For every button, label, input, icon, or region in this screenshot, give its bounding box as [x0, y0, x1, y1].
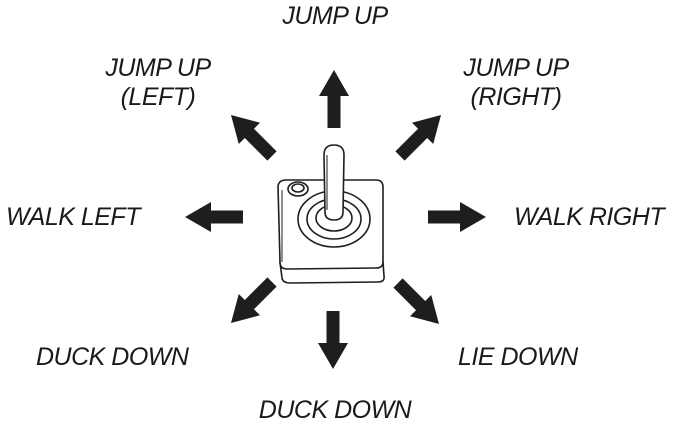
label-jump-up-left: JUMP UP (LEFT): [78, 54, 238, 112]
arrow-up-icon: [319, 70, 349, 128]
arrow-right-icon: [428, 202, 486, 232]
label-duck-down-left: DUCK DOWN: [36, 343, 189, 371]
label-lie-down: LIE DOWN: [458, 343, 578, 371]
arrow-left-icon: [185, 202, 243, 232]
arrow-up-left-icon: [220, 104, 283, 167]
joystick-icon: [277, 144, 385, 284]
label-walk-left: WALK LEFT: [6, 203, 140, 231]
label-jump-up: JUMP UP: [282, 2, 388, 30]
label-jump-up-left-line2: (LEFT): [120, 83, 196, 111]
label-jump-up-right-line1: JUMP UP: [463, 54, 569, 82]
label-jump-up-left-line1: JUMP UP: [105, 54, 211, 82]
label-jump-up-right-line2: (RIGHT): [470, 83, 562, 111]
arrow-up-right-icon: [389, 104, 452, 167]
arrow-down-right-icon: [387, 272, 450, 335]
label-jump-up-right: JUMP UP (RIGHT): [436, 54, 596, 112]
label-walk-right: WALK RIGHT: [514, 203, 665, 231]
label-duck-down: DUCK DOWN: [258, 396, 412, 424]
arrow-down-icon: [318, 311, 348, 369]
arrow-down-left-icon: [220, 271, 283, 334]
